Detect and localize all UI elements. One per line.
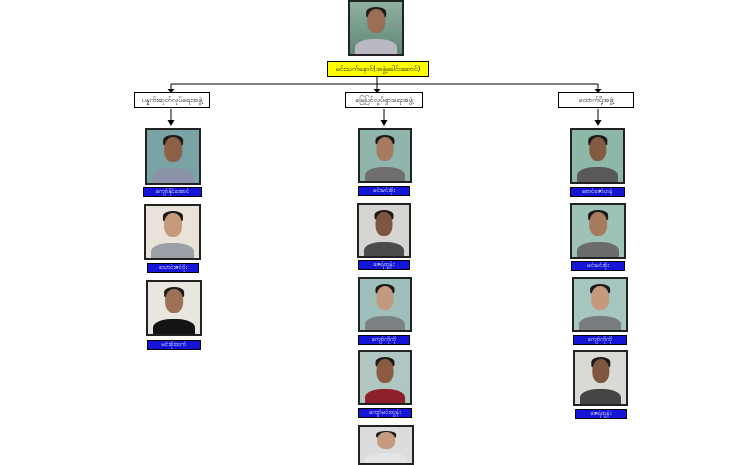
member-name: မင်းစိုးထက် (147, 340, 201, 350)
member-name: မင်းမင်းစိုး (571, 261, 625, 271)
member-name: ဇေရဲထွန်း (358, 260, 410, 270)
member-photo (358, 128, 412, 183)
member-photo (358, 425, 414, 465)
member-photo (573, 350, 628, 406)
member-photo (570, 203, 626, 259)
member-name: ကျော်မင်းထွန်း (358, 408, 412, 418)
member-name: စောင်ဇော်ဟန် (570, 187, 625, 197)
member-name: ဇေရဲထွန်း (575, 409, 627, 419)
group-box-center: မြေပြင်လှုပ်ရှားရေးအဖွဲ့ (345, 92, 423, 108)
group-box-left: ပန္နက်းဆုတ်လုပ်ရေးအဖွဲ့ (134, 92, 210, 108)
member-name: ကျော်ကိုကို (573, 335, 627, 345)
member-name: သောင်းဇင်ဝိုး (147, 263, 199, 273)
member-photo (358, 277, 412, 332)
member-photo (357, 203, 411, 258)
member-photo (146, 280, 202, 336)
member-photo (358, 350, 412, 405)
leader-title: မင်းသက်နောင်(အဖွဲ့ခေါင်းဆောင်) (327, 61, 429, 77)
member-photo (145, 128, 201, 185)
group-box-right: ထောက်ပို့အဖွဲ့ (558, 92, 634, 108)
member-name: ကျော်နိုင်အောင် (143, 187, 202, 197)
member-photo (572, 277, 628, 332)
leader-photo (348, 0, 404, 56)
member-photo (144, 204, 201, 260)
member-photo (570, 128, 625, 184)
member-name: မင်းမင်းစိုး (358, 186, 410, 196)
member-name: ကျော်ကိုကို (358, 335, 410, 345)
